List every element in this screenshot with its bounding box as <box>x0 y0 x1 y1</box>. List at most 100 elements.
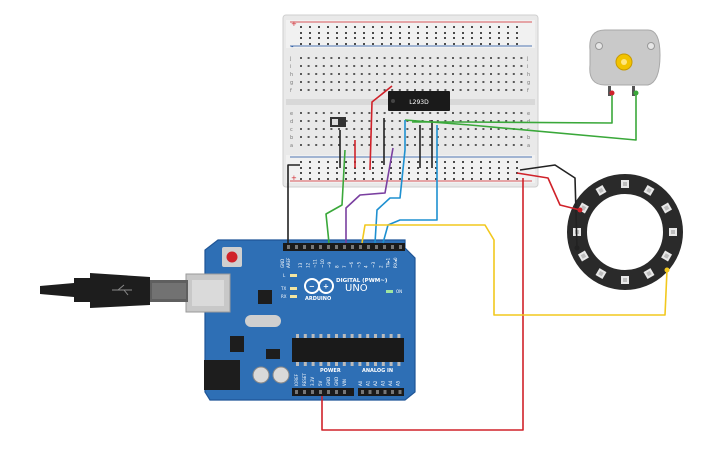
svg-text:+: + <box>323 283 329 291</box>
digital-pin-label: 8 <box>335 265 340 268</box>
row-letter: b <box>290 135 293 141</box>
analog-pin-label: A5 <box>396 380 401 386</box>
label-rx: RX <box>281 294 287 299</box>
label-l: L <box>283 273 286 278</box>
digital-pin-label: 13 <box>298 262 303 268</box>
row-letter: j <box>526 56 528 62</box>
power-header-label: POWER <box>320 368 341 374</box>
wire-blue-2 <box>382 125 438 244</box>
digital-pin-label: ~11 <box>313 259 318 268</box>
wire-black-gnd <box>287 164 300 243</box>
row-letter: e <box>290 111 293 117</box>
wire-purple <box>345 147 394 243</box>
row-letter: g <box>527 80 530 86</box>
wire-endpoints <box>574 90 670 273</box>
wire-red-ring-power <box>516 172 581 211</box>
motor-gear-icon <box>615 53 633 71</box>
power-header <box>292 388 354 396</box>
label-aref: AREF <box>286 257 291 268</box>
top-power-rail <box>286 20 535 48</box>
digital-pin-label: ~3 <box>371 261 376 268</box>
ring-leds <box>573 180 677 284</box>
wire-green-pin9 <box>325 149 346 244</box>
row-letter: h <box>290 72 293 78</box>
row-letter: h <box>527 72 530 78</box>
ring-led <box>643 184 655 196</box>
row-letter: j <box>289 56 291 62</box>
analog-pin-label: A3 <box>381 380 386 386</box>
row-letter: f <box>290 88 292 94</box>
row-letter: d <box>290 119 293 125</box>
ring-led <box>595 184 607 196</box>
brand-label: ARDUINO <box>305 296 331 302</box>
row-letter: i <box>527 64 528 70</box>
model-label: UNO <box>345 283 368 294</box>
analog-pin-label: A2 <box>373 380 378 386</box>
digital-pin-label: TX▸1 <box>386 257 391 269</box>
ring-led <box>669 228 677 236</box>
power-jack <box>204 360 240 390</box>
power-pin-label: IOREF <box>294 373 299 386</box>
power-pin-label: GND <box>334 377 339 386</box>
wire-red-5v <box>321 178 524 431</box>
analog-pin-label: A4 <box>388 380 393 386</box>
capacitor <box>272 366 290 384</box>
row-letter: a <box>290 143 293 149</box>
breadboard-holes <box>300 26 523 180</box>
power-pin-label: GND <box>326 377 331 386</box>
digital-pin-label: 7 <box>342 265 347 268</box>
capacitor <box>252 366 270 384</box>
chip-label: L293D <box>409 99 429 106</box>
row-letter: i <box>290 64 291 70</box>
ring-led <box>577 250 589 262</box>
ring-led <box>621 180 629 188</box>
analog-pin-label: A1 <box>366 380 371 386</box>
rail-plus-label-bottom: + <box>291 174 297 182</box>
crystal <box>245 315 281 327</box>
wires <box>287 85 668 431</box>
l293d-chip: L293D <box>388 91 450 111</box>
digital-pin-label: 2 <box>378 265 383 268</box>
power-pin-label: 5V <box>318 380 323 386</box>
analog-header <box>358 388 404 396</box>
row-letter: c <box>290 127 293 133</box>
wire-blue-1 <box>374 120 406 244</box>
wire-black-ring-gnd <box>519 164 578 249</box>
digital-pin-label: 4 <box>364 265 369 268</box>
rail-plus-label: + <box>291 20 297 28</box>
arduino-logo: − + <box>304 278 334 294</box>
label-tx: TX <box>280 286 286 291</box>
svg-text:−: − <box>309 283 315 291</box>
ring-led <box>621 276 629 284</box>
analog-header-label: ANALOG IN <box>362 368 393 374</box>
power-pin-label: RESET <box>302 373 307 386</box>
wire-green-motor-2 <box>404 93 637 141</box>
row-letter: e <box>527 111 530 117</box>
row-letter: b <box>527 135 530 141</box>
digital-pin-label: ~5 <box>356 261 361 268</box>
row-letter: g <box>290 80 293 86</box>
label-on: ON <box>396 289 402 294</box>
digital-pin-label: RX◂0 <box>393 257 398 268</box>
digital-pin-label: ~9 <box>327 261 332 268</box>
row-letter: f <box>527 88 529 94</box>
usb-b-plug-icon <box>40 273 188 308</box>
digital-pin-label: ~6 <box>349 261 354 268</box>
bottom-power-rail <box>286 155 535 183</box>
atmega-chip <box>292 338 404 362</box>
digital-pin-label: 12 <box>305 262 310 268</box>
wire-yellow <box>361 224 668 316</box>
row-letter: a <box>527 143 530 149</box>
digital-header-label: DIGITAL (PWM~) <box>336 278 388 284</box>
power-pin-label: VIN <box>342 379 347 386</box>
ring-led <box>643 268 655 280</box>
label-gnd: GND <box>280 259 285 268</box>
ring-led <box>661 250 673 262</box>
ring-led <box>661 202 673 214</box>
neopixel-ring <box>567 174 683 290</box>
ring-led <box>595 268 607 280</box>
